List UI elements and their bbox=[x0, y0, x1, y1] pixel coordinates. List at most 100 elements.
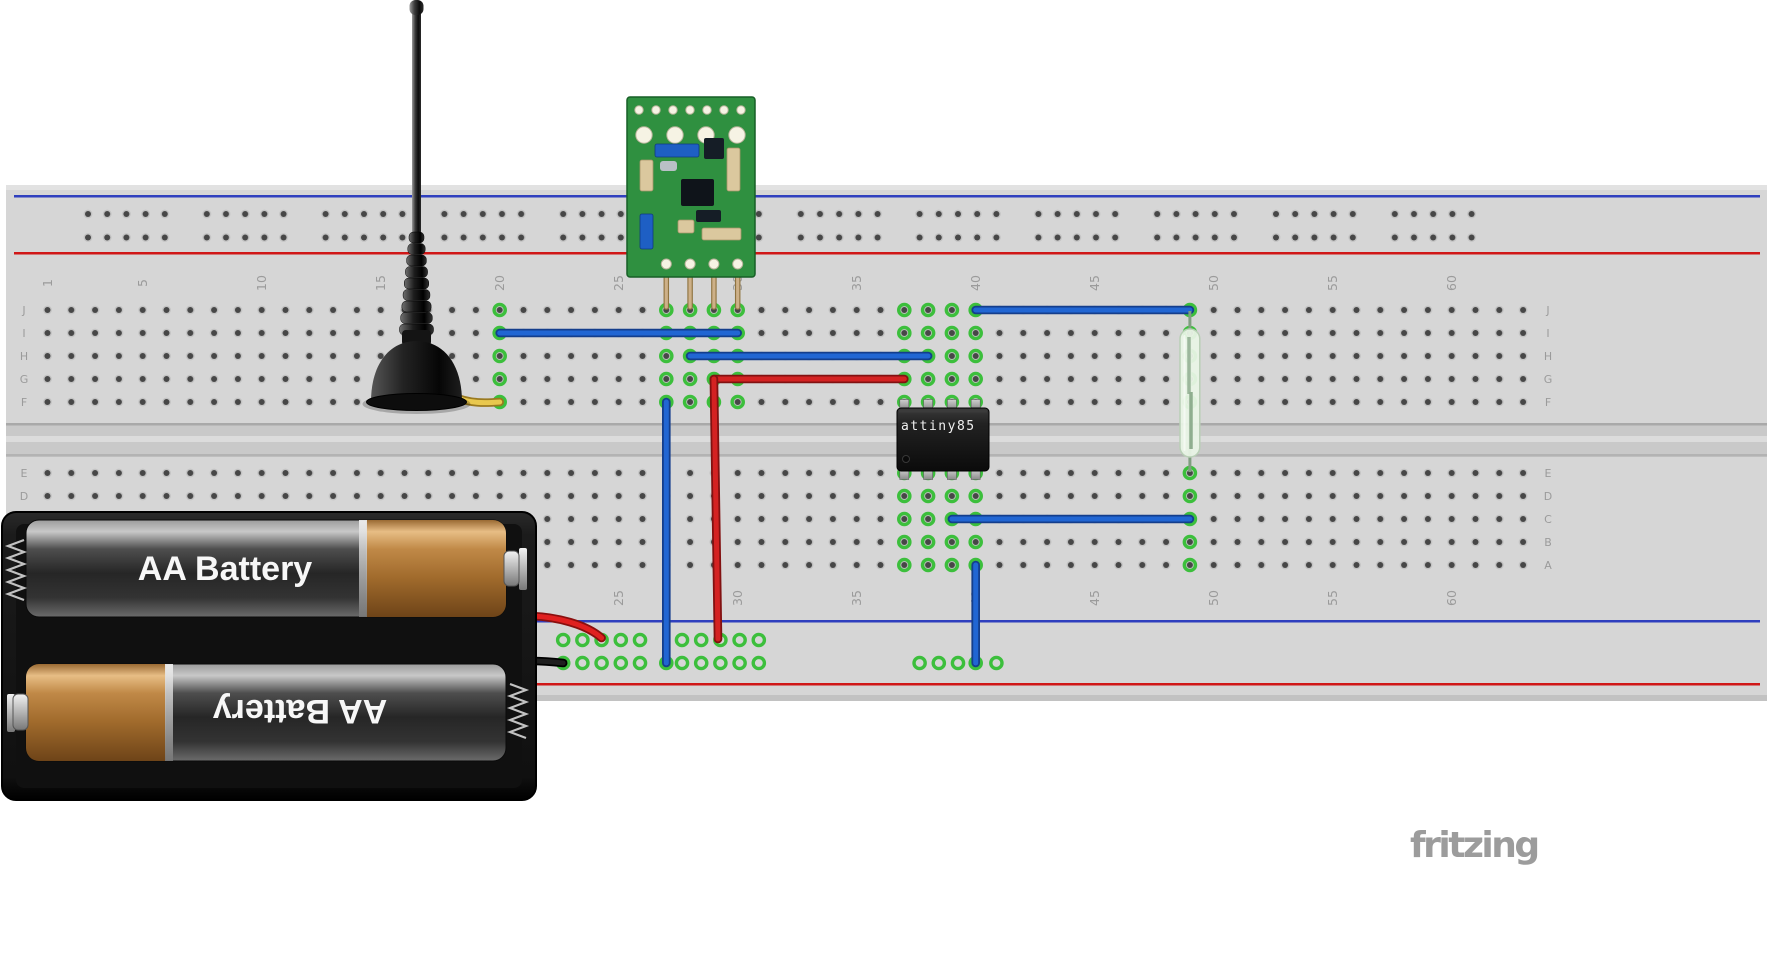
antenna-rib bbox=[407, 243, 426, 255]
connection-highlight bbox=[944, 534, 960, 550]
connection-highlight bbox=[968, 534, 984, 550]
connection-highlight bbox=[751, 655, 767, 671]
jumper-red-vertical-core bbox=[711, 376, 721, 642]
battery-spring-left bbox=[4, 538, 28, 602]
connection-highlight bbox=[732, 632, 747, 648]
connection-highlight bbox=[682, 371, 698, 387]
antenna[interactable] bbox=[362, 0, 471, 414]
column-number: 20 bbox=[492, 275, 507, 291]
antenna-rib bbox=[405, 266, 428, 278]
attiny85-pins bbox=[899, 399, 981, 480]
battery-spring-right bbox=[506, 682, 530, 740]
connection-highlight bbox=[968, 348, 984, 364]
connection-highlight bbox=[897, 488, 912, 504]
battery-top-terminal bbox=[503, 550, 520, 587]
attiny85-pin1-dot bbox=[902, 455, 910, 463]
attiny85-body bbox=[896, 407, 990, 472]
column-number: 30 bbox=[730, 590, 745, 606]
antenna-base-dome bbox=[371, 341, 462, 402]
column-number: 55 bbox=[1325, 590, 1340, 606]
rf-module[interactable] bbox=[626, 96, 756, 310]
center-channel-bottom-edge bbox=[6, 454, 1767, 457]
connection-highlight bbox=[950, 655, 966, 671]
connection-highlight bbox=[944, 302, 960, 318]
battery-bottom-copper-end bbox=[26, 664, 166, 761]
battery-bottom-terminal bbox=[12, 693, 29, 731]
row-letter: I bbox=[1546, 327, 1549, 340]
reed-switch[interactable] bbox=[1179, 311, 1201, 472]
attiny85-top-highlight bbox=[899, 409, 987, 413]
bottom-rail-blue-line bbox=[14, 620, 1760, 623]
connection-highlight bbox=[492, 348, 508, 364]
row-letter: H bbox=[1544, 350, 1552, 363]
connection-highlight bbox=[920, 557, 936, 573]
jumper-red-vertical[interactable] bbox=[709, 374, 723, 644]
connection-highlight bbox=[897, 557, 912, 573]
antenna-rib bbox=[402, 289, 431, 301]
row-letter: I bbox=[22, 327, 25, 340]
connection-highlight bbox=[944, 371, 960, 387]
attiny85-label: attiny85 bbox=[901, 419, 976, 434]
connection-highlight bbox=[659, 348, 674, 364]
column-number: 10 bbox=[254, 275, 269, 291]
battery-aa-bottom: AA Battery bbox=[12, 663, 507, 762]
rf-module-top-holes bbox=[634, 105, 746, 144]
connection-highlight bbox=[897, 302, 912, 318]
column-number: 15 bbox=[373, 275, 388, 291]
connection-highlight bbox=[931, 655, 947, 671]
column-number: 50 bbox=[1206, 275, 1221, 291]
row-letter: E bbox=[1545, 467, 1552, 480]
connection-highlight bbox=[1182, 534, 1198, 550]
row-letter: G bbox=[1544, 373, 1553, 386]
capacitor-blue bbox=[639, 213, 654, 250]
center-channel-top-edge bbox=[6, 423, 1767, 426]
connection-highlight bbox=[920, 488, 936, 504]
wires bbox=[447, 305, 1195, 668]
row-letter: J bbox=[21, 304, 25, 317]
connection-highlight bbox=[693, 655, 709, 671]
attiny85-chip[interactable]: attiny85 bbox=[896, 399, 990, 480]
connection-highlight bbox=[682, 394, 698, 410]
connection-highlight bbox=[555, 632, 571, 648]
connection-highlight bbox=[944, 325, 960, 341]
top-rail-red-line bbox=[14, 252, 1760, 255]
row-letter: D bbox=[1544, 490, 1552, 503]
battery-red-lead[interactable] bbox=[527, 611, 606, 643]
top-rail-holes bbox=[78, 204, 1508, 248]
connection-highlight bbox=[575, 632, 590, 648]
battery-contact-right bbox=[519, 548, 527, 590]
battery-red-lead-core bbox=[529, 613, 605, 641]
battery-holder[interactable]: AA Battery AA Battery bbox=[1, 511, 537, 801]
row-letter: G bbox=[20, 373, 29, 386]
connection-highlight bbox=[920, 302, 936, 318]
column-number: 50 bbox=[1206, 590, 1221, 606]
connection-highlight bbox=[751, 632, 767, 648]
connection-highlight bbox=[989, 655, 1004, 671]
row-letter: D bbox=[20, 490, 28, 503]
connection-highlight bbox=[492, 371, 508, 387]
resistor-tan bbox=[701, 227, 742, 241]
battery-bottom-label: AA Battery bbox=[213, 692, 388, 730]
connection-highlight bbox=[693, 632, 709, 648]
column-number: 1 bbox=[40, 279, 55, 287]
column-number: 40 bbox=[968, 275, 983, 291]
connection-highlight bbox=[730, 394, 746, 410]
antenna-tip bbox=[409, 0, 424, 15]
resistor-tan bbox=[639, 159, 654, 192]
column-number: 35 bbox=[849, 590, 864, 606]
column-number: 60 bbox=[1444, 275, 1459, 291]
column-number: 45 bbox=[1087, 275, 1102, 291]
antenna-rib bbox=[404, 277, 429, 290]
connection-highlight bbox=[1182, 488, 1198, 504]
connection-highlight bbox=[613, 632, 629, 648]
connection-highlight bbox=[632, 655, 648, 671]
antenna-base-flange bbox=[366, 393, 467, 411]
row-letter: E bbox=[21, 467, 28, 480]
connection-highlight bbox=[944, 557, 960, 573]
connection-highlight bbox=[968, 371, 984, 387]
resistor-tan bbox=[726, 147, 741, 192]
connection-highlight bbox=[968, 325, 984, 341]
column-number: 35 bbox=[849, 275, 864, 291]
